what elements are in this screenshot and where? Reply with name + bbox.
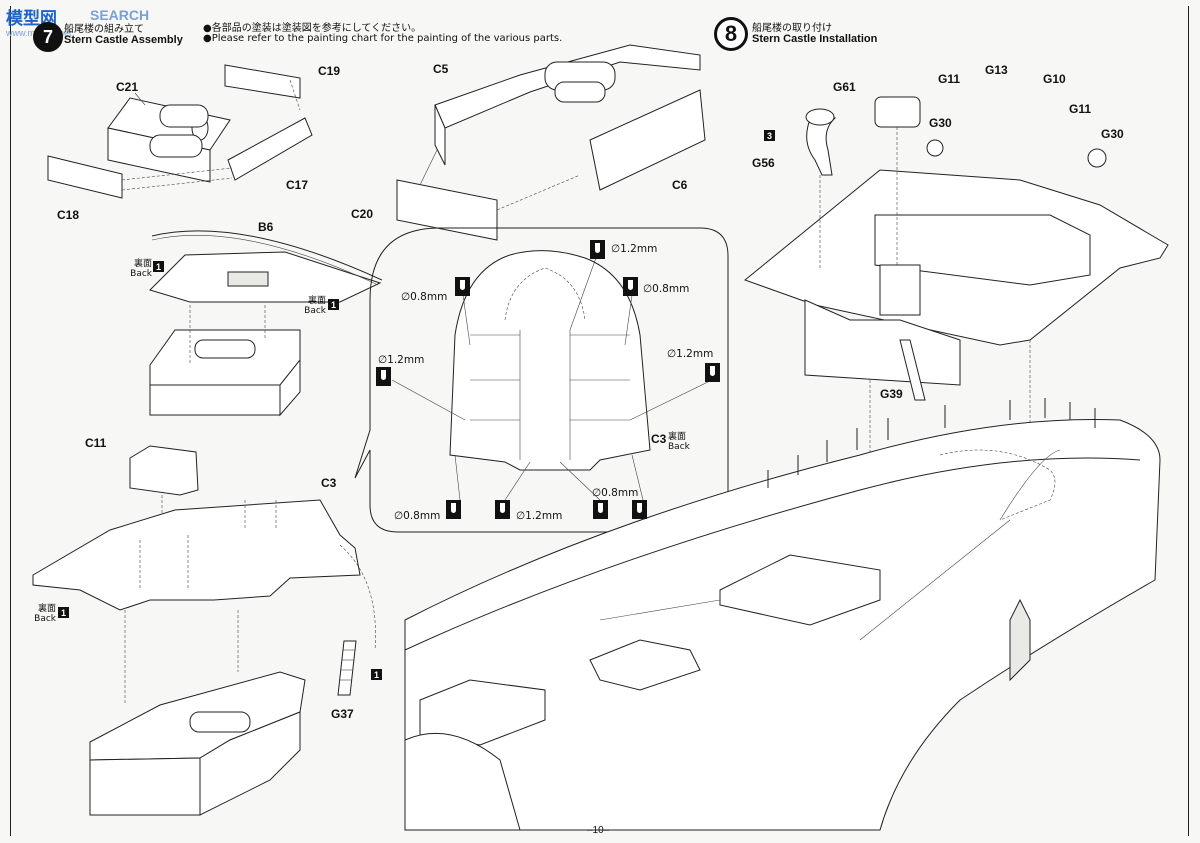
drill-icon <box>455 277 470 296</box>
paint-note-jp: ●各部品の塗装は塗装図を参考にしてください。 <box>203 23 422 34</box>
ref-box: 1 <box>58 607 69 618</box>
drill-icon <box>705 363 720 382</box>
part-label-c19: C19 <box>318 64 341 78</box>
page-number: –10– <box>587 825 610 836</box>
paint-note-en: ●Please refer to the painting chart for … <box>203 33 563 44</box>
step-7-title-jp: 船尾楼の組み立て <box>64 24 144 35</box>
page-border-left <box>10 6 11 836</box>
ref-box-g37: 1 <box>371 669 382 680</box>
drill-dim-2: ∅0.8mm <box>401 291 448 303</box>
drill-dim-4: ∅1.2mm <box>378 354 425 366</box>
drill-dim-6: ∅0.8mm <box>394 510 441 522</box>
detail-c3-deck <box>391 250 713 501</box>
part-label-g39: G39 <box>880 387 903 401</box>
part-label-g11-right: G11 <box>1069 102 1092 116</box>
back-label-en: Back <box>668 442 690 452</box>
detail-label-c3: C3 <box>651 432 667 446</box>
part-label-g30-left: G30 <box>929 116 952 130</box>
part-label-g61: G61 <box>833 80 856 94</box>
part-label-c5: C5 <box>433 62 449 76</box>
back-label-en: Back <box>34 614 56 624</box>
back-label-en: Back <box>130 269 152 279</box>
ref-box: 1 <box>328 299 339 310</box>
drill-icon <box>623 277 638 296</box>
ref-box-g56: 3 <box>764 130 775 141</box>
back-label-en: Back <box>304 306 326 316</box>
ref-box: 1 <box>153 261 164 272</box>
part-label-g11-left: G11 <box>938 72 961 86</box>
part-label-c21: C21 <box>116 80 139 94</box>
detail-callout-bubble <box>354 227 729 533</box>
step-8-title-en: Stern Castle Installation <box>752 33 878 45</box>
drill-dim-5: ∅1.2mm <box>667 348 714 360</box>
part-label-g30-right: G30 <box>1101 127 1124 141</box>
subassembly-box-lower <box>89 610 306 816</box>
part-label-g10: G10 <box>1043 72 1066 86</box>
subassembly-box-upper <box>149 305 301 417</box>
part-b6-deck <box>149 230 383 303</box>
back-label-jp: 裏面 <box>133 259 152 269</box>
part-label-c6: C6 <box>672 178 688 192</box>
step-8-number: 8 <box>714 17 748 51</box>
subassembly-c17-c21 <box>47 64 313 199</box>
drill-icon <box>632 500 647 519</box>
watermark-search: SEARCH <box>90 7 150 23</box>
drill-dim-3: ∅0.8mm <box>643 283 690 295</box>
part-label-c20: C20 <box>351 207 374 221</box>
part-label-g56: G56 <box>752 156 775 170</box>
back-label-jp: 裏面 <box>307 296 326 306</box>
drill-icon <box>446 500 461 519</box>
drill-icon <box>376 367 391 386</box>
part-c3-deck <box>32 499 376 651</box>
back-label-jp: 裏面 <box>668 432 687 442</box>
drill-dim-1: ∅1.2mm <box>611 243 658 255</box>
part-c11 <box>129 445 199 560</box>
subassembly-c5-c6 <box>396 44 706 241</box>
back-label-jp: 裏面 <box>37 604 56 614</box>
drill-dim-7: ∅1.2mm <box>516 510 563 522</box>
part-g37-ladder <box>337 640 357 696</box>
part-label-c3: C3 <box>321 476 337 490</box>
part-label-g37: G37 <box>331 707 354 721</box>
part-label-c18: C18 <box>57 208 80 222</box>
ship-hull <box>404 418 1161 831</box>
step-7-title-en: Stern Castle Assembly <box>64 34 183 46</box>
drill-dim-8: ∅0.8mm <box>592 487 639 499</box>
part-label-c17: C17 <box>286 178 309 192</box>
step-8-title-jp: 船尾楼の取り付け <box>752 23 832 34</box>
step-7-number: 7 <box>33 22 63 52</box>
page-border-right <box>1188 6 1189 836</box>
drill-icon <box>593 500 608 519</box>
part-label-c11: C11 <box>85 436 107 450</box>
drill-icon <box>590 240 605 259</box>
part-label-b6: B6 <box>258 220 274 234</box>
hull-railings <box>767 398 1096 488</box>
drill-icon <box>495 500 510 519</box>
part-label-g13: G13 <box>985 63 1008 77</box>
